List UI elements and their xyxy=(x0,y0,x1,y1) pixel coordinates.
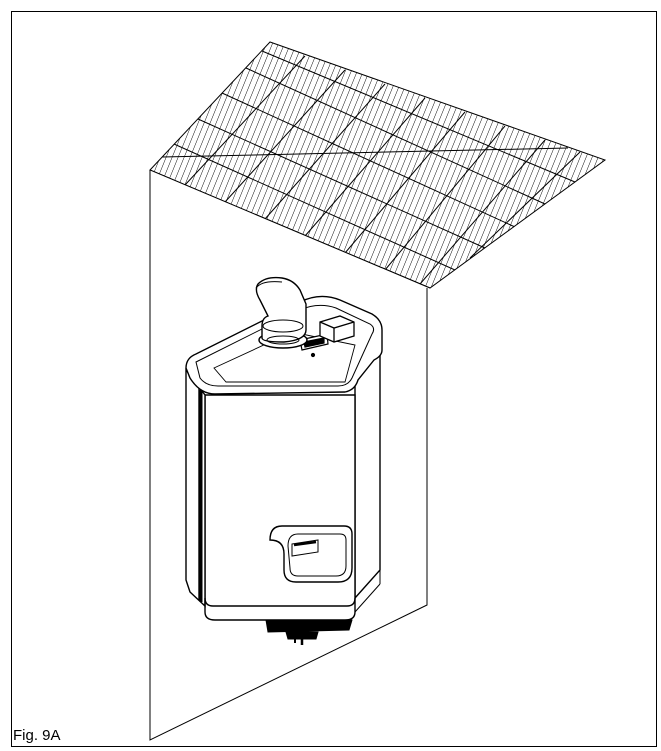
ceiling-hatch-line xyxy=(12,30,122,300)
ceiling-hatch-line xyxy=(0,30,32,300)
front-window xyxy=(269,525,353,583)
ceiling-hatch-line xyxy=(0,30,26,300)
ceiling-hatch-line xyxy=(648,30,661,300)
flue-elbow-icon xyxy=(255,276,308,349)
ceiling-hatch-line xyxy=(150,42,153,288)
ceiling-hatch-line xyxy=(0,30,86,300)
ceiling-hatch-line xyxy=(150,42,171,288)
ceiling-hatch-line xyxy=(654,30,661,300)
ceiling-hatch-line xyxy=(150,42,165,288)
bottom-grille xyxy=(265,619,353,645)
ceiling-hatch-line xyxy=(624,30,661,300)
ceiling-hatch-line xyxy=(0,30,62,300)
ceiling-hatch-line xyxy=(0,30,50,300)
ceiling-hatch-line xyxy=(0,30,110,300)
ceiling-hatch-line xyxy=(642,30,661,300)
ceiling-hatch-line xyxy=(36,30,146,300)
figure-label: Fig. 9A xyxy=(13,727,61,744)
ceiling-hatch-line xyxy=(630,30,661,300)
wall-panel xyxy=(149,170,428,741)
ceiling-hatch-line xyxy=(0,30,74,300)
ceiling-hatch-line xyxy=(599,42,605,288)
ceiling-hatch-line xyxy=(18,30,128,300)
ceiling-hatch-line xyxy=(593,42,605,288)
ceiling-hatch-line xyxy=(0,30,98,300)
ceiling-hatch-line xyxy=(150,42,159,288)
ceiling-hatch-line xyxy=(0,30,68,300)
control-display xyxy=(299,333,329,358)
ceiling-hatch-line xyxy=(0,30,44,300)
ceiling-tiles xyxy=(0,30,661,300)
ceiling-hatch-line xyxy=(606,30,661,300)
ceiling-hatch-line xyxy=(0,30,104,300)
ceiling-hatch-line xyxy=(0,30,20,300)
ceiling-hatch-line xyxy=(30,30,140,300)
ceiling-hatch-line xyxy=(0,30,56,300)
ceiling-hatch-line xyxy=(0,30,80,300)
ceiling-hatch-line xyxy=(612,30,661,300)
top-valve-box xyxy=(319,315,355,343)
ceiling-hatch-line xyxy=(618,30,661,300)
ceiling-hatch-line xyxy=(24,30,134,300)
figure-frame xyxy=(11,11,657,747)
ceiling-hatch-line xyxy=(6,30,116,300)
ceiling-hatch-line xyxy=(0,30,38,300)
ceiling-hatch-line xyxy=(0,30,92,300)
ceiling-hatch-line xyxy=(636,30,661,300)
